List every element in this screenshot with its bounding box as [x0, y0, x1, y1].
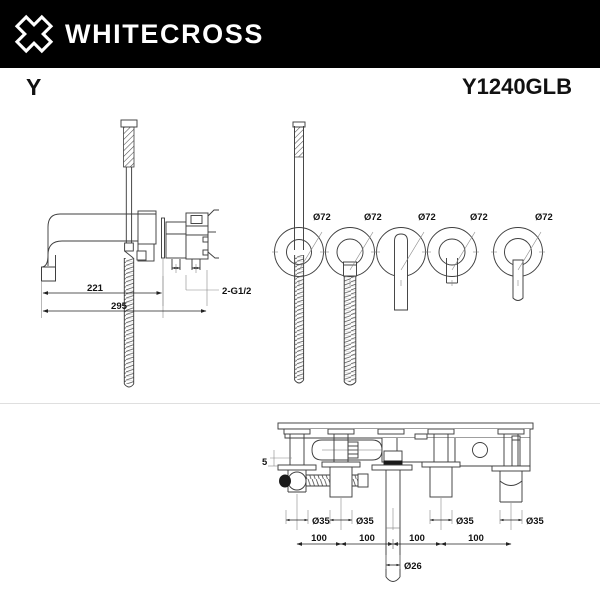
view-front-elevation-left [41, 119, 219, 388]
valve-5-lever-handle [491, 227, 545, 301]
title-row: Y Y1240GLB [0, 68, 600, 110]
dimensions-view-left [41, 264, 219, 318]
dim-label-pitch-2: 100 [359, 532, 375, 543]
dim-label-thread: 2-G1/2 [222, 286, 251, 297]
dim-label-d72-3: Ø72 [418, 211, 436, 222]
section-divider [0, 403, 600, 404]
dim-label-d35-3: Ø35 [456, 515, 474, 526]
valve-3-lever-handle [374, 227, 428, 311]
dim-label-221: 221 [87, 283, 104, 294]
column-valve-2 [321, 428, 361, 498]
drawing-canvas: 221 295 2-G1/2 [41, 119, 553, 582]
model-code: Y1240GLB [461, 74, 572, 99]
dim-label-d35-4: Ø35 [526, 515, 544, 526]
valve-2-hose-outlet [323, 227, 377, 386]
dim-label-d72-4: Ø72 [470, 211, 488, 222]
cross-x-icon [14, 14, 54, 54]
dim-label-d26: Ø26 [404, 560, 422, 571]
column-valve-5 [491, 428, 531, 503]
dim-label-d35-2: Ø35 [356, 515, 374, 526]
technical-drawing: 221 295 2-G1/2 [0, 110, 600, 595]
valve-1-handshower-outlet [272, 121, 326, 384]
valve-4-stub-handle [425, 227, 479, 286]
column-valve-4 [421, 428, 461, 498]
dim-label-d72-2: Ø72 [364, 211, 382, 222]
dimensions-view-section [268, 450, 523, 569]
dim-label-pitch-3: 100 [409, 532, 425, 543]
brand-name: WHITECROSS [65, 18, 265, 49]
dim-label-pitch-4: 100 [468, 532, 484, 543]
series-label: Y [26, 74, 42, 100]
view-side-section [277, 422, 534, 582]
dim-label-5: 5 [262, 456, 267, 467]
dim-label-pitch-1: 100 [311, 532, 327, 543]
dim-label-295: 295 [111, 301, 128, 312]
dim-label-d72-1: Ø72 [313, 211, 331, 222]
dim-label-d35-1: Ø35 [312, 515, 330, 526]
view-front-elevation-valves [272, 121, 545, 386]
brand-header: WHITECROSS [0, 0, 600, 68]
dim-label-d72-5: Ø72 [535, 211, 553, 222]
